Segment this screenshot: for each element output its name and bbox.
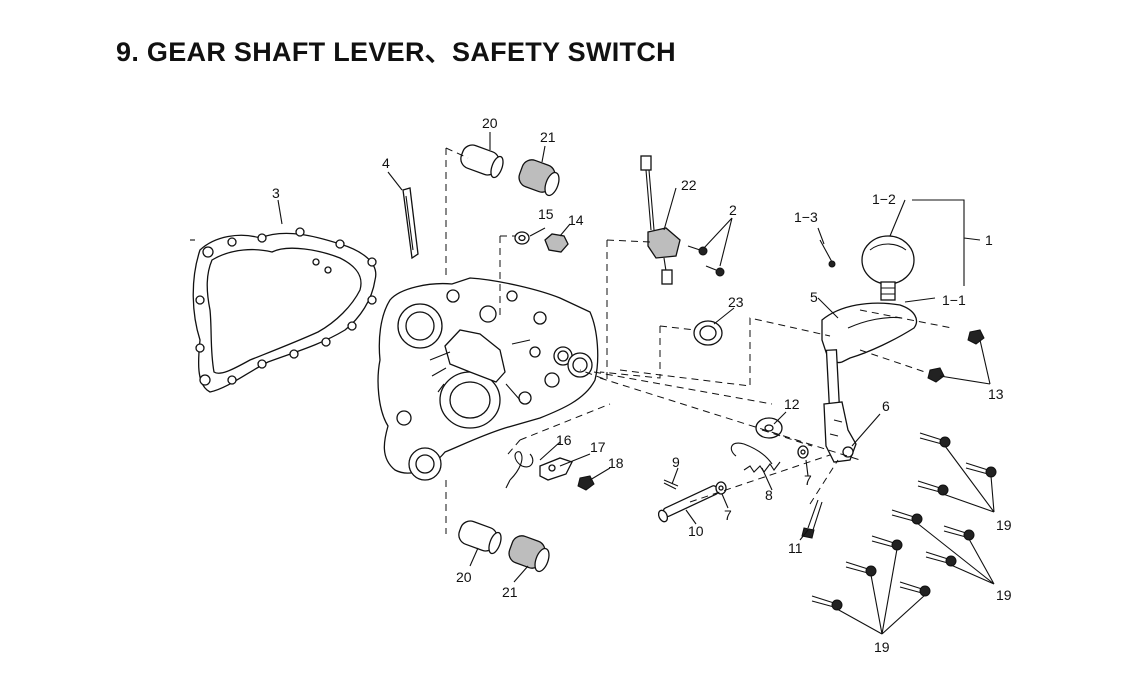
callout-18: 18 [608,455,624,471]
callout-10: 10 [688,523,704,539]
callout-8: 8 [765,487,773,503]
callout-11: 11 [788,540,803,556]
bushing-20-bottom-part [458,520,502,555]
callout-21b: 21 [502,584,518,600]
callout-19a: 19 [996,517,1012,533]
callout-7a: 7 [724,507,732,523]
assembly-dash-lines [445,147,953,534]
stopper-17-part [539,457,573,481]
bushing-21-top-part [518,159,560,197]
callout-7b: 7 [804,472,812,488]
cotter-pin-9-part [663,479,679,490]
callout-13: 13 [988,386,1004,402]
callout-3: 3 [272,185,280,201]
callout-labels: 1 1−1 1−2 1−3 2 3 4 5 6 7 7 8 9 10 11 12… [272,115,1012,655]
callout-16: 16 [556,432,572,448]
page-title: 9. GEAR SHAFT LEVER、SAFETY SWITCH [116,37,676,67]
knob-bolt-1-3-part [819,239,836,268]
washer-7-part [715,445,809,495]
bolt-18-part [577,475,595,491]
bolt-13-part [927,329,985,383]
callout-1-3: 1−3 [794,209,818,225]
bolt-11-part [801,499,823,539]
callout-5: 5 [810,289,818,305]
crankcase-cover-part [377,277,599,481]
bushing-21-bottom-part [508,535,550,573]
callout-4: 4 [382,155,390,171]
callout-20a: 20 [482,115,498,131]
callout-9: 9 [672,454,680,470]
bolt-14-part [544,233,569,253]
callout-1-1: 1−1 [942,292,966,308]
callout-21a: 21 [540,129,556,145]
shift-knob-part [861,235,915,301]
callout-6: 6 [882,398,890,414]
callout-12: 12 [784,396,800,412]
pin-10-part [657,485,719,523]
callout-19c: 19 [874,639,890,655]
callout-1-2: 1−2 [872,191,896,207]
gasket-part [192,227,377,393]
leader-lines [190,132,995,635]
washer-15-part [514,231,530,245]
callout-22: 22 [681,177,697,193]
callout-2: 2 [729,202,737,218]
safety-switch-part [640,155,681,285]
gear-shift-lever-part [821,302,918,463]
bushing-20-top-part [460,144,504,179]
callout-20b: 20 [456,569,472,585]
callout-1: 1 [985,232,993,248]
callout-19b: 19 [996,587,1012,603]
screw-2-part [687,245,725,277]
callout-15: 15 [538,206,554,222]
callout-14: 14 [568,212,584,228]
lock-pin-part [402,187,419,260]
oil-seal-23-part [693,320,723,346]
spring-8-part [730,442,781,473]
spring-16-part [505,451,534,489]
callout-17: 17 [590,439,606,455]
bolt-19-group-part [811,432,997,611]
callout-23: 23 [728,294,744,310]
